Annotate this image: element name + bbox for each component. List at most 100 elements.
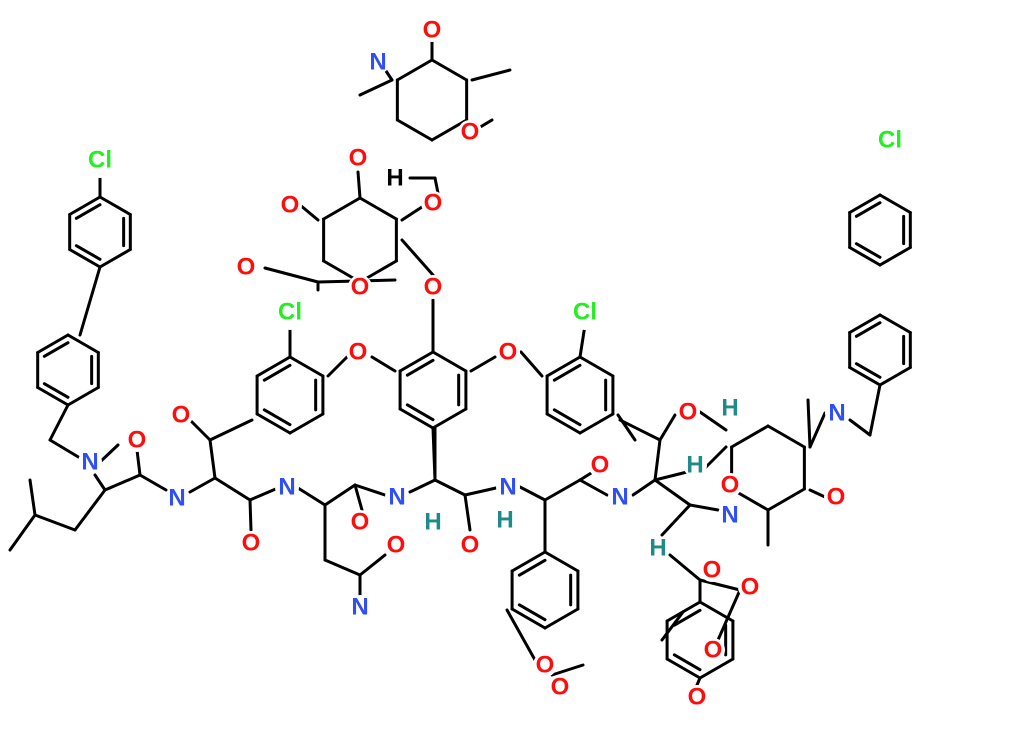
bond — [74, 244, 102, 261]
stereo-hydrogen-atom: H — [424, 509, 441, 536]
bond — [68, 248, 102, 269]
bond — [248, 498, 253, 532]
bond — [28, 478, 37, 517]
bond — [463, 493, 472, 532]
bond — [400, 238, 435, 277]
bond — [854, 362, 882, 379]
oxygen-atom: O — [387, 532, 406, 559]
bond — [42, 341, 70, 358]
oxygen-atom: O — [351, 274, 370, 301]
bond — [578, 323, 587, 359]
bond — [358, 78, 394, 97]
oxygen-atom: O — [551, 674, 570, 701]
bond — [878, 246, 912, 267]
bond — [653, 478, 692, 507]
chlorine-atom: Cl — [88, 147, 112, 174]
bond — [358, 196, 398, 221]
bond — [398, 350, 435, 373]
bond — [208, 438, 217, 480]
bond — [716, 588, 742, 642]
bond — [806, 398, 812, 449]
oxygen-atom: O — [423, 17, 442, 44]
bond — [262, 408, 292, 427]
bond — [255, 355, 292, 378]
bond — [848, 366, 882, 387]
oxygen-atom: O — [237, 254, 256, 281]
oxygen-atom: O — [679, 399, 698, 426]
oxygen-atom: O — [461, 532, 480, 559]
bond — [505, 608, 537, 662]
bond — [98, 248, 132, 269]
oxygen-atom: O — [688, 684, 707, 711]
bond — [543, 478, 582, 502]
nitrogen-atom: N — [351, 594, 368, 621]
bond — [188, 476, 217, 494]
bond — [103, 473, 142, 492]
bond — [698, 657, 735, 680]
bond — [323, 558, 362, 577]
stereo-hydrogen-atom: H — [721, 395, 738, 422]
bond — [322, 196, 362, 221]
bond — [48, 403, 70, 442]
bond — [848, 313, 882, 334]
nitrogen-atom: N — [611, 484, 628, 511]
oxygen-atom: O — [461, 119, 480, 146]
bond — [370, 355, 397, 373]
bond — [48, 438, 82, 460]
bond — [730, 424, 770, 449]
bond — [263, 266, 320, 284]
nitrogen-atom: N — [278, 474, 295, 501]
bond — [36, 333, 70, 354]
oxygen-atom: O — [703, 557, 722, 584]
bond — [552, 408, 582, 427]
bond — [519, 350, 544, 378]
stereo-hydrogen-atom: H — [496, 507, 513, 534]
bond — [8, 513, 37, 552]
bond — [405, 358, 435, 377]
bond — [208, 418, 254, 442]
bond — [517, 603, 547, 622]
bond — [213, 476, 252, 502]
bond — [323, 483, 357, 507]
bond — [848, 193, 882, 214]
oxygen-atom: O — [424, 274, 443, 301]
bond — [653, 438, 662, 482]
bond — [766, 487, 806, 512]
bond — [672, 608, 702, 627]
oxygen-atom: O — [827, 484, 846, 511]
bond — [631, 478, 657, 497]
bond — [288, 355, 325, 378]
bond — [518, 485, 547, 502]
bond — [398, 407, 435, 430]
oxygen-atom: O — [349, 339, 368, 366]
bond — [703, 445, 728, 470]
bond — [545, 355, 582, 378]
bond — [808, 411, 827, 449]
nitrogen-atom: N — [721, 502, 738, 529]
bond — [854, 201, 882, 218]
bond — [463, 486, 498, 497]
bond — [135, 448, 142, 477]
oxygen-atom: O — [172, 402, 191, 429]
oxygen-atom: O — [499, 339, 518, 366]
bond — [356, 170, 362, 200]
bond — [74, 203, 102, 220]
bond — [353, 483, 387, 497]
bond — [36, 386, 70, 407]
chlorine-atom: Cl — [878, 127, 902, 154]
chlorine-atom: Cl — [573, 299, 597, 326]
bond — [93, 473, 107, 492]
bond — [431, 426, 437, 482]
oxygen-atom: O — [536, 652, 555, 679]
bond — [672, 653, 702, 672]
oxygen-atom: O — [128, 427, 147, 454]
bond — [658, 413, 677, 442]
bond — [848, 418, 872, 437]
bond — [695, 676, 702, 687]
bond — [578, 355, 615, 378]
nitrogen-atom: N — [168, 485, 185, 512]
bond — [766, 424, 806, 449]
bond — [848, 246, 882, 267]
